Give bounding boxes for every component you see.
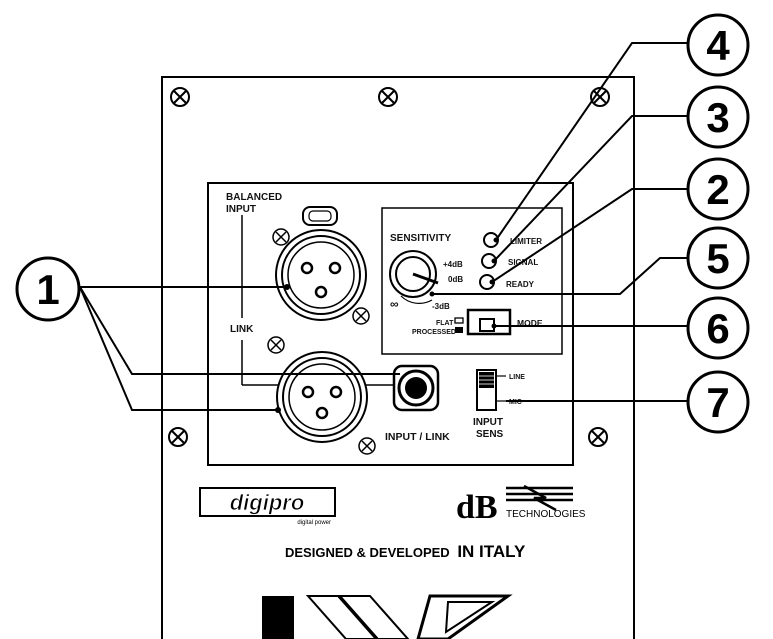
jack-input-connector bbox=[392, 364, 440, 412]
link-label: LINK bbox=[230, 324, 254, 335]
svg-text:dB: dB bbox=[456, 489, 498, 526]
screw-icon bbox=[588, 427, 608, 447]
plus4db-label: +4dB bbox=[443, 260, 463, 269]
callout-3: 3 bbox=[686, 85, 750, 149]
flat-label: FLAT bbox=[436, 320, 454, 327]
flat-processed-icon bbox=[454, 317, 464, 333]
callout-7: 7 bbox=[686, 370, 750, 434]
screw-icon bbox=[168, 427, 188, 447]
svg-text:5: 5 bbox=[706, 235, 729, 282]
callout-lines bbox=[79, 42, 688, 411]
infinity-label: ∞ bbox=[390, 297, 399, 311]
input-sens-switch bbox=[476, 369, 506, 411]
callout-5: 5 bbox=[686, 226, 750, 290]
svg-text:1: 1 bbox=[36, 266, 59, 313]
balanced-input-label: BALANCED bbox=[226, 192, 282, 203]
input-sens-label: INPUT bbox=[473, 417, 503, 428]
line-label: LINE bbox=[509, 374, 525, 381]
db-technologies-logo: dB TECHNOLOGIES bbox=[456, 484, 586, 526]
input-sens-label-2: SENS bbox=[476, 429, 504, 440]
svg-text:7: 7 bbox=[706, 379, 729, 426]
input-link-label: INPUT / LINK bbox=[385, 431, 450, 443]
svg-text:3: 3 bbox=[706, 94, 729, 141]
sensitivity-knob bbox=[389, 250, 439, 304]
mode-label: MODE bbox=[517, 318, 543, 328]
screw-icon bbox=[378, 87, 398, 107]
svg-text:6: 6 bbox=[706, 305, 729, 352]
signal-label: SIGNAL bbox=[508, 258, 538, 267]
svg-text:digipro: digipro bbox=[230, 490, 305, 515]
mic-label: MIC bbox=[509, 399, 522, 406]
mode-switch bbox=[466, 308, 512, 336]
ready-label: READY bbox=[506, 280, 535, 289]
svg-text:TECHNOLOGIES: TECHNOLOGIES bbox=[506, 509, 586, 520]
screw-icon bbox=[170, 87, 190, 107]
callout-6: 6 bbox=[686, 296, 750, 360]
minus3db-label: -3dB bbox=[432, 302, 450, 311]
balanced-input-label-2: INPUT bbox=[226, 204, 256, 215]
callout-4: 4 bbox=[686, 13, 750, 77]
xlr-input-connector bbox=[272, 206, 370, 325]
svg-text:digital power: digital power bbox=[297, 520, 331, 526]
svg-text:2: 2 bbox=[706, 166, 729, 213]
callout-1: 1 bbox=[15, 256, 81, 322]
callout-2: 2 bbox=[686, 157, 750, 221]
sensitivity-label: SENSITIVITY bbox=[390, 233, 451, 244]
svg-text:4: 4 bbox=[706, 22, 730, 69]
processed-label: PROCESSED bbox=[412, 329, 456, 336]
designed-text: DESIGNED & DEVELOPED IN ITALY bbox=[285, 542, 526, 561]
bottom-logo bbox=[262, 594, 513, 639]
zerodb-label: 0dB bbox=[448, 275, 463, 284]
limiter-label: LIMITER bbox=[510, 237, 542, 246]
digipro-logo: digipro digital power bbox=[199, 487, 336, 526]
